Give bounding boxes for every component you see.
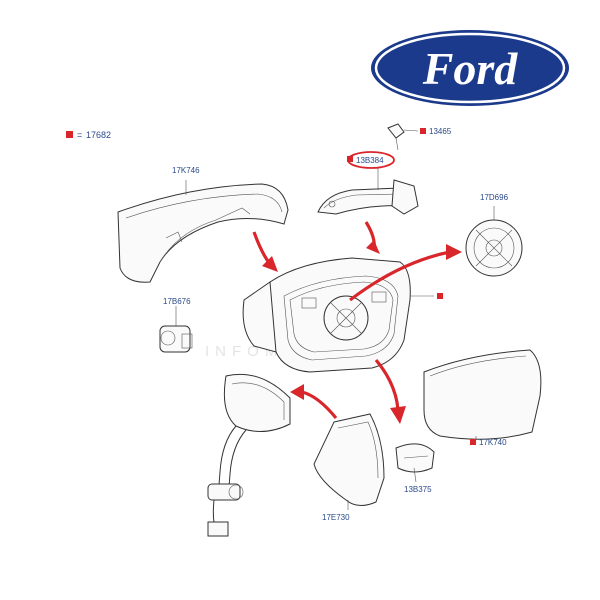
ford-logo-outer-ring xyxy=(371,30,569,106)
red-curved-arrow-icon xyxy=(290,384,304,400)
label-actuator: 17D696 xyxy=(480,193,509,202)
indicator-lens-part xyxy=(317,151,419,215)
red-curved-arrow-icon xyxy=(390,406,406,424)
label-bulb: 13465 xyxy=(429,127,452,136)
lower-cover-part xyxy=(313,413,385,510)
glass-marker-icon xyxy=(470,439,476,445)
red-curved-arrow-icon xyxy=(349,250,451,302)
legend-part-number: 17682 xyxy=(86,130,111,140)
legend-equals: = xyxy=(77,130,82,140)
part-labels: 17K746 13B384 13465 17D696 17B676 17K740… xyxy=(163,127,509,522)
housing-marker-icon xyxy=(437,293,443,299)
label-indicator: 13B384 xyxy=(356,156,384,165)
red-curved-arrow-icon xyxy=(366,240,380,254)
legend: = 17682 xyxy=(66,130,111,140)
label-lamp: 13B375 xyxy=(404,485,432,494)
red-curved-arrow-icon xyxy=(374,358,400,411)
ford-logo: Ford xyxy=(371,30,569,106)
mirror-base-part xyxy=(207,373,291,537)
ford-logo-text: Ford xyxy=(422,43,519,94)
explosion-arrows xyxy=(252,221,462,424)
legend-marker-icon xyxy=(66,131,73,138)
red-curved-arrow-icon xyxy=(301,390,338,420)
label-glass: 17K740 xyxy=(479,438,507,447)
puddle-lamp-part xyxy=(395,443,435,483)
label-cover: 17E730 xyxy=(322,513,350,522)
label-motor: 17B676 xyxy=(163,297,191,306)
indicator-marker-icon xyxy=(347,156,353,162)
bulb-part xyxy=(387,123,419,151)
red-curved-arrow-icon xyxy=(252,231,272,265)
label-cap: 17K746 xyxy=(172,166,200,175)
bulb-marker-icon xyxy=(420,128,426,134)
actuator-part xyxy=(465,206,523,277)
red-curved-arrow-icon xyxy=(262,256,278,272)
mirror-glass-part xyxy=(423,349,542,445)
motor-part xyxy=(159,306,193,353)
mirror-housing-part xyxy=(242,257,443,373)
red-curved-arrow-icon xyxy=(446,244,462,260)
ford-logo-silver-ring xyxy=(374,32,566,104)
mirror-cap-part xyxy=(117,180,289,283)
